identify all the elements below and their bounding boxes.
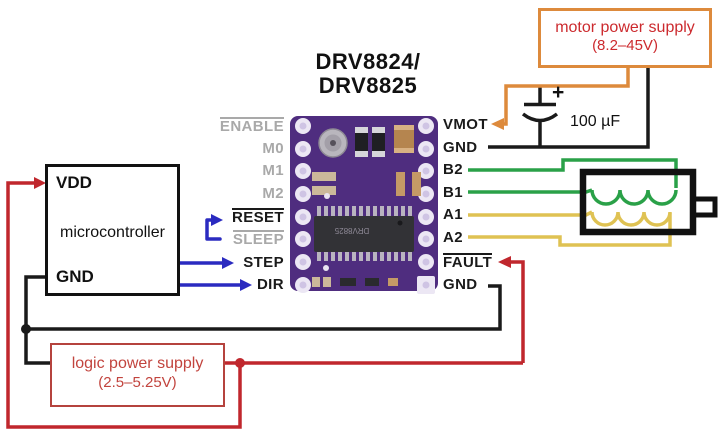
wire-control: [178, 218, 244, 287]
capacitor-polarity: +: [552, 81, 565, 104]
pin-vmot: VMOT: [443, 116, 488, 133]
mcu-name-label: microcontroller: [60, 224, 165, 241]
pin-gnd-bottom: GND: [443, 276, 478, 293]
arrow-dir-icon: [240, 279, 252, 291]
junction-black: [21, 324, 31, 334]
smd-components: [312, 125, 421, 287]
pin-a1: A1: [443, 206, 463, 223]
logic-power-supply-box: logic power supply (2.5–5.25V): [50, 343, 225, 407]
title-line1: DRV8824/: [315, 49, 421, 74]
chip-marking: DRV8825: [334, 226, 369, 235]
pin-enable: ENABLE: [219, 117, 284, 135]
pin-b1: B1: [443, 184, 463, 201]
page-title: DRV8824/ DRV8825: [276, 50, 460, 98]
mcu-vdd-label: VDD: [56, 173, 92, 192]
potentiometer: [318, 128, 348, 158]
pin-gnd-top: GND: [443, 139, 478, 156]
pad-holes: [299, 122, 430, 289]
pin-step: STEP: [243, 254, 284, 271]
pin-dir: DIR: [256, 276, 284, 293]
arrow-step-icon: [222, 257, 234, 269]
wire-vmot: [503, 66, 630, 126]
logic-supply-voltage: (2.5–5.25V): [98, 374, 177, 391]
logic-supply-label: logic power supply: [71, 355, 204, 372]
capacitor-symbol: [521, 86, 559, 147]
motor-shaft: [690, 196, 718, 218]
arrow-fault-icon: [498, 256, 511, 268]
driver-chip: DRV8825: [314, 206, 414, 261]
pin-m1: M1: [262, 162, 284, 179]
wire-coil-a: [468, 210, 672, 247]
junction-red: [235, 358, 245, 368]
capacitor-value: 100 µF: [570, 113, 621, 130]
pin-fault: FAULT: [443, 253, 493, 271]
motor-power-supply-box: motor power supply (8.2–45V): [538, 8, 712, 68]
arrow-vdd-icon: [34, 177, 46, 189]
wire-coil-b: [468, 158, 678, 206]
pin-sleep: SLEEP: [232, 230, 284, 248]
stepper-motor: [579, 168, 697, 236]
sense-resistors: [355, 127, 385, 157]
microcontroller-box: VDD microcontroller GND: [45, 164, 180, 296]
arrow-reset-icon: [211, 214, 223, 226]
title-line2: DRV8825: [318, 73, 418, 98]
pin-m0: M0: [262, 140, 284, 157]
pin-b2: B2: [443, 161, 463, 178]
pin-m2: M2: [262, 185, 284, 202]
driver-board: DRV8825: [290, 116, 438, 294]
motor-supply-label: motor power supply: [555, 19, 695, 36]
motor-supply-voltage: (8.2–45V): [592, 37, 658, 54]
pin-a2: A2: [443, 229, 463, 246]
mcu-gnd-label: GND: [56, 267, 94, 286]
coil-a: [590, 211, 672, 227]
wire-logic-power: [6, 181, 525, 429]
coil-b: [590, 189, 678, 206]
pin-reset: RESET: [231, 208, 284, 226]
arrow-vmot-icon: [491, 118, 504, 130]
